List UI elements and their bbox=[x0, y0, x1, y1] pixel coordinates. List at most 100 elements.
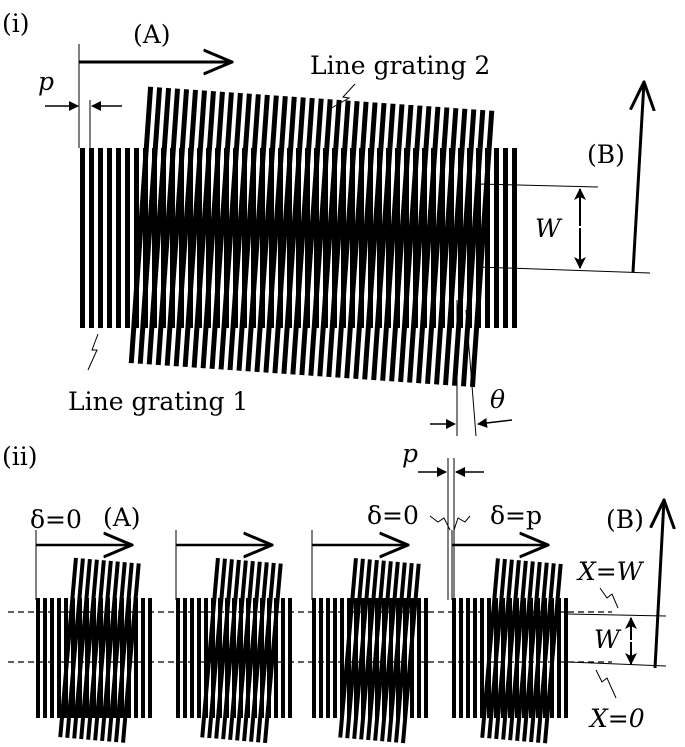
panel-i-tag: (i) bbox=[2, 9, 30, 38]
grating-bar bbox=[425, 107, 450, 385]
grating-bar bbox=[50, 598, 54, 718]
grating-bar bbox=[281, 97, 306, 374]
grating-bar bbox=[326, 100, 351, 378]
grating-bar bbox=[416, 106, 441, 384]
grating-bar bbox=[161, 148, 166, 328]
grating-bar bbox=[536, 563, 556, 743]
grating-1-leader bbox=[87, 333, 99, 371]
grating-base bbox=[176, 598, 292, 718]
grating-bar bbox=[272, 96, 297, 374]
grating-bar bbox=[43, 598, 47, 718]
grating-bar bbox=[440, 148, 445, 328]
grating-bar bbox=[501, 560, 521, 740]
period-label-ii: p bbox=[402, 439, 418, 468]
grating-bar bbox=[249, 562, 269, 742]
x-equals-0-label: X=0 bbox=[588, 704, 645, 733]
grating-bar bbox=[197, 148, 202, 328]
grating-bar bbox=[200, 91, 225, 369]
grating-bar bbox=[476, 148, 481, 328]
grating-bar bbox=[256, 562, 276, 743]
grating-bar bbox=[323, 148, 328, 328]
grating-bar bbox=[452, 598, 456, 718]
grating-bar bbox=[116, 148, 121, 328]
grating-bar bbox=[148, 598, 152, 718]
grating-bar bbox=[312, 598, 316, 718]
grating-bar bbox=[179, 148, 184, 328]
grating-bar bbox=[543, 563, 563, 744]
grating-bar bbox=[93, 560, 113, 741]
grating-bar bbox=[353, 102, 378, 379]
grating-bar bbox=[319, 598, 323, 718]
grating-bar bbox=[236, 94, 261, 371]
grating-bar bbox=[480, 558, 500, 738]
grating-bar bbox=[296, 148, 301, 328]
grating-bar bbox=[245, 94, 270, 372]
grating-bar bbox=[211, 598, 215, 718]
grating-bar bbox=[368, 148, 373, 328]
direction-b-label: (B) bbox=[587, 140, 625, 169]
direction-a-label: (A) bbox=[133, 20, 171, 49]
grating-bar bbox=[260, 148, 265, 328]
grating-bar bbox=[458, 148, 463, 328]
grating-bar bbox=[422, 148, 427, 328]
grating-bar bbox=[79, 559, 99, 740]
x-0-leader bbox=[595, 669, 617, 699]
grating-bar bbox=[449, 148, 454, 328]
grating-bar bbox=[36, 598, 40, 718]
x-w-leader bbox=[599, 587, 619, 609]
grating-pair-3 bbox=[311, 530, 428, 744]
grating-bar bbox=[522, 561, 542, 742]
grating-bar bbox=[137, 87, 163, 364]
grating-bar bbox=[305, 148, 310, 328]
grating-bar bbox=[269, 148, 274, 328]
grating-bar bbox=[225, 598, 229, 718]
line-grating-1 bbox=[80, 148, 517, 328]
grating-bar bbox=[183, 598, 187, 718]
direction-b-label-ii: (B) bbox=[606, 505, 644, 534]
theta-tilted-line bbox=[465, 309, 477, 437]
moire-fringe-top-line bbox=[477, 183, 599, 188]
grating-bar bbox=[235, 560, 255, 741]
grating-bar bbox=[191, 91, 216, 368]
grating-bar bbox=[200, 557, 220, 738]
grating-bar bbox=[134, 598, 138, 718]
grating-bar bbox=[373, 561, 393, 741]
grating-bar bbox=[146, 87, 172, 365]
grating-bar bbox=[308, 99, 333, 376]
period-label: p bbox=[38, 67, 54, 96]
grating-bar bbox=[263, 563, 283, 744]
panel-ii: (ii) δ=0 (A) δ=0 δ=p p (B) W X=W X=0 bbox=[2, 439, 666, 744]
grating-bar bbox=[350, 148, 355, 328]
grating-bar bbox=[345, 558, 365, 739]
x-equals-w-label: X=W bbox=[576, 557, 645, 586]
grating-bar bbox=[128, 86, 154, 364]
line-grating-2 bbox=[128, 86, 495, 388]
grating-bar bbox=[332, 148, 337, 328]
grating-bar bbox=[380, 561, 400, 742]
grating-bar bbox=[352, 559, 372, 739]
grating-bar bbox=[326, 598, 330, 718]
grating-bar bbox=[417, 598, 421, 718]
grating-bar bbox=[182, 90, 207, 368]
grating-bar bbox=[218, 92, 243, 370]
grating-bar bbox=[371, 103, 396, 381]
grating-bar bbox=[434, 107, 459, 385]
grating-bar bbox=[413, 148, 418, 328]
grating-bar bbox=[176, 598, 180, 718]
grating-bar bbox=[254, 95, 279, 373]
grating-rotated bbox=[200, 557, 283, 744]
grating-bar bbox=[485, 148, 490, 328]
grating-bar bbox=[466, 598, 470, 718]
grating-bar bbox=[197, 598, 201, 718]
grating-bar bbox=[260, 598, 264, 718]
delta-zero-leader bbox=[429, 515, 451, 531]
grating-bar bbox=[557, 598, 561, 718]
grating-bar bbox=[314, 148, 319, 328]
grating-bar bbox=[508, 560, 528, 741]
delta-p-label: δ=p bbox=[490, 501, 542, 530]
grating-bar bbox=[467, 148, 472, 328]
grating-bar bbox=[80, 148, 85, 328]
grating-bar bbox=[134, 148, 139, 328]
grating-bar bbox=[206, 148, 211, 328]
